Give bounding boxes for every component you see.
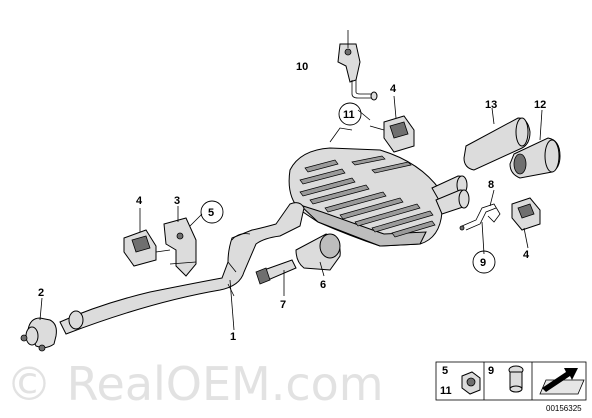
tailpipe-trim-12[interactable] [509, 137, 561, 179]
diagram-code: 00156325 [546, 404, 582, 413]
legend-label-5: 5 [442, 365, 448, 377]
nut-icon [461, 371, 481, 395]
callout-1[interactable]: 1 [230, 331, 236, 343]
tailpipe-trim-13[interactable] [463, 117, 531, 171]
screw-bolt[interactable] [255, 259, 297, 285]
pipe-sleeve[interactable] [295, 233, 341, 271]
mounting-bracket[interactable] [163, 217, 197, 277]
tailpipe-bracket[interactable] [459, 203, 501, 231]
callout-11[interactable]: 11 [343, 109, 355, 121]
callout-12[interactable]: 12 [534, 99, 546, 111]
rubber-mount-right[interactable] [511, 197, 541, 231]
bolt-icon [508, 365, 524, 393]
callout-2[interactable]: 2 [38, 287, 44, 299]
callout-9[interactable]: 9 [480, 257, 486, 269]
callout-6[interactable]: 6 [320, 279, 326, 291]
sheet-arrow-icon [539, 368, 585, 395]
exhaust-clamp[interactable] [20, 317, 57, 352]
rubber-mount-top[interactable] [369, 115, 415, 153]
callout-4-top[interactable]: 4 [390, 83, 397, 95]
exhaust-hanger[interactable] [337, 43, 378, 101]
watermark: © RealOEM.com [6, 357, 384, 411]
leader-lines [39, 30, 543, 331]
callout-10[interactable]: 10 [296, 61, 308, 73]
callout-3[interactable]: 3 [174, 195, 180, 207]
callout-circle-11 [338, 102, 362, 126]
callout-8[interactable]: 8 [488, 179, 494, 191]
legend-label-9: 9 [488, 365, 494, 377]
legend-box: 5 11 9 [435, 361, 587, 401]
callout-5[interactable]: 5 [208, 207, 214, 219]
callout-13[interactable]: 13 [485, 99, 497, 111]
rear-silencer[interactable] [288, 127, 470, 247]
callout-circle-9 [472, 250, 496, 274]
callout-circle-5 [200, 200, 224, 224]
callout-4-right[interactable]: 4 [523, 249, 530, 261]
legend-label-11: 11 [440, 385, 452, 397]
rubber-mount-left[interactable] [123, 229, 171, 267]
callout-4-left[interactable]: 4 [136, 195, 143, 207]
callout-7[interactable]: 7 [280, 299, 286, 311]
